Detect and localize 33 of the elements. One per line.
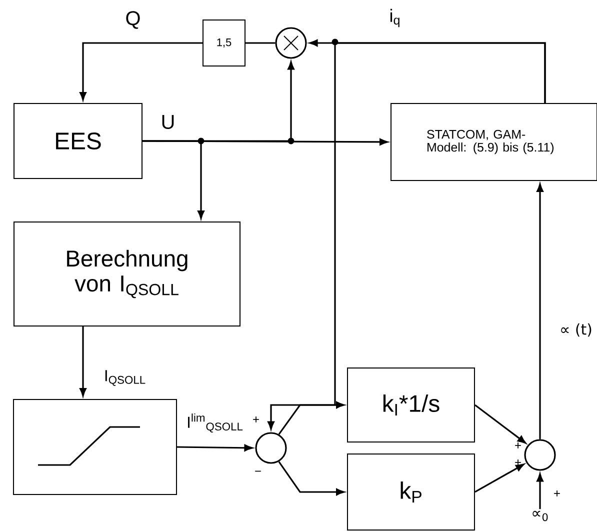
edge-label: i$_{q}$ [390,8,400,28]
arrow [142,140,204,219]
edge-label: I$^{lim}$QSOLL [188,414,243,432]
sign-label: + [253,416,259,422]
multiplier-circle [275,27,307,59]
edge-label: ∝ (t) [561,323,592,337]
arrow [278,402,344,435]
edge-label: I$_{QSOLL}$ [105,370,146,386]
line [246,42,276,44]
arrow [177,444,253,452]
arrow [80,42,202,100]
limiter-box [13,399,177,495]
sign-label: + [515,460,521,466]
arrow [536,184,544,440]
gain-box: 1,5 [202,20,246,66]
arrow [80,326,86,396]
arrow [474,464,524,493]
arrow [278,461,344,496]
model-box: STATCOM, GAM-Modell: (5.9) bis (5.11) [390,103,597,181]
sign-label: + [554,490,560,496]
gain-box: k$_{P}$ [347,454,475,530]
block-box: EES [14,103,142,179]
summing-circle [524,439,556,471]
input-label: ∝$_{0}$ [532,510,548,522]
arrow [536,473,544,510]
edge-label: Q [126,11,140,29]
calculation-box: Berechnung von I$_{QSOLL}$ [14,222,240,326]
integrator-box: k$_{I}$*1/s [347,368,475,442]
sign-label: + [515,442,521,448]
summing-circle [255,432,287,464]
arrow [268,42,546,430]
edge-label: U [162,115,174,129]
arrow [474,404,526,444]
